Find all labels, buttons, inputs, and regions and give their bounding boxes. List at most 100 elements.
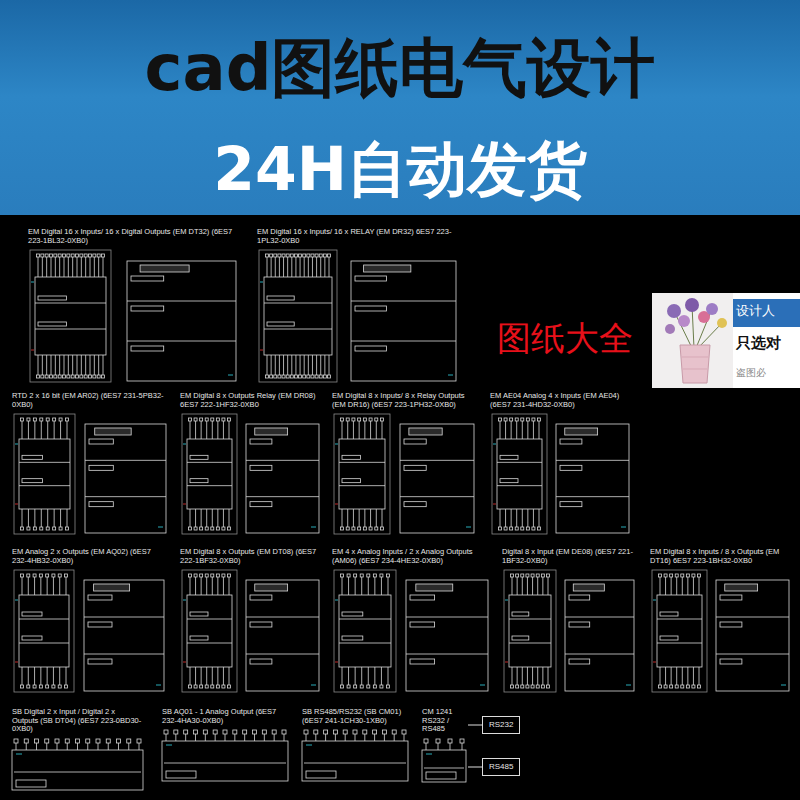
wire-line	[682, 577, 683, 595]
wire-line	[671, 667, 672, 685]
outline-rect	[86, 739, 90, 743]
wire-line	[55, 257, 56, 277]
wire-line	[19, 643, 69, 644]
outline-rect	[681, 574, 684, 577]
outline-rect	[725, 584, 758, 591]
outline-rect	[187, 595, 232, 667]
outline-rect	[131, 346, 164, 351]
wire-line	[212, 421, 213, 439]
flower	[717, 318, 727, 328]
outline-rect	[341, 574, 344, 577]
outline-rect	[343, 730, 347, 734]
wire-line	[374, 667, 375, 685]
outline-rect	[436, 739, 440, 743]
wire-line	[127, 341, 236, 342]
outline-rect	[166, 771, 196, 778]
outline-rect	[660, 612, 678, 616]
module-drawing: EM Digital 16 x Inputs/ 16 x RELAY (EM D…	[255, 228, 460, 385]
wire-line	[295, 355, 296, 375]
wire-line	[15, 662, 18, 663]
wire-line	[316, 355, 317, 375]
wire-line	[90, 257, 91, 277]
outline-rect	[664, 574, 667, 577]
wire-line	[185, 734, 186, 741]
module-illustration	[10, 736, 145, 794]
wire-line	[353, 421, 354, 439]
outline-rect	[22, 479, 42, 483]
wire-line	[438, 743, 439, 750]
outline-rect	[266, 254, 269, 257]
outline-rect	[290, 375, 293, 378]
wire-line	[225, 734, 226, 741]
wire-line	[68, 355, 69, 375]
module-heading: SB RS485/RS232 (SB CM01) (6ES7 241-1CH30…	[300, 708, 410, 727]
wire-line	[190, 667, 191, 685]
module-drawing: EM AE04 Analog 4 x Inputs (EM AE04) (6ES…	[488, 392, 633, 537]
outline-rect	[267, 296, 294, 300]
outline-rect	[387, 685, 390, 688]
outline-rect	[259, 250, 337, 382]
module-drawing: EM Digital 8 x Outputs Relay (EM DR08) 6…	[178, 392, 323, 537]
outline-rect	[698, 574, 701, 577]
module-illustration	[160, 727, 290, 785]
wire-line	[497, 485, 542, 486]
flower	[706, 303, 718, 315]
wire-line	[118, 743, 119, 750]
outline-rect	[355, 306, 387, 311]
outline-rect	[355, 276, 387, 281]
outline-rect	[404, 465, 426, 470]
wire-line	[516, 509, 517, 527]
outline-rect	[131, 276, 164, 281]
outline-rect	[266, 375, 269, 378]
outline-rect	[664, 685, 667, 688]
wire-line	[77, 257, 78, 277]
wire-line	[187, 643, 232, 644]
outline-rect	[203, 730, 207, 734]
module-heading: Digital 8 x Input (EM DE08) (6ES7 221-1B…	[500, 548, 638, 567]
wire-line	[304, 257, 305, 277]
outline-rect	[681, 685, 684, 688]
outline-rect	[211, 574, 214, 577]
outline-rect	[319, 254, 322, 257]
wire-line	[497, 462, 542, 463]
outline-rect	[63, 375, 66, 378]
wire-line	[19, 485, 70, 486]
wire-line	[335, 662, 338, 663]
wire-line	[28, 509, 29, 527]
outline-rect	[410, 622, 435, 627]
outline-rect	[222, 418, 225, 421]
outline-rect	[367, 574, 370, 577]
wire-line	[320, 355, 321, 375]
wire-line	[64, 257, 65, 277]
wire-line	[187, 462, 232, 463]
wire-line	[448, 375, 453, 376]
module-illustration	[500, 567, 638, 695]
wire-line	[81, 257, 82, 277]
wire-line	[205, 734, 206, 741]
wire-line	[85, 496, 166, 497]
module-heading: SB Digital 2 x Input / Digital 2 x Outpu…	[10, 708, 145, 736]
outline-rect	[30, 250, 111, 382]
wire-line	[187, 485, 232, 486]
wire-line	[320, 257, 321, 277]
outline-rect	[22, 455, 42, 459]
wire-line	[28, 667, 29, 685]
interface-box: RS232	[482, 716, 520, 734]
outline-rect	[422, 750, 466, 782]
wire-line	[195, 734, 196, 741]
outline-rect	[569, 659, 590, 664]
wire-line	[351, 341, 456, 342]
module-drawing: SB Digital 2 x Input / Digital 2 x Outpu…	[10, 708, 145, 794]
wire-line	[201, 667, 202, 685]
module-drawing: EM Analog 2 x Outputs (EM AQ02) (6ES7 23…	[10, 548, 168, 695]
wire-line	[682, 667, 683, 685]
wire-line	[493, 444, 496, 445]
wire-line	[312, 355, 313, 375]
wire-line	[85, 355, 86, 375]
outline-rect	[250, 502, 272, 507]
wire-line	[16, 753, 22, 754]
outline-rect	[89, 375, 92, 378]
outline-rect	[516, 685, 519, 688]
wire-line	[527, 577, 528, 595]
outline-rect	[497, 439, 542, 509]
